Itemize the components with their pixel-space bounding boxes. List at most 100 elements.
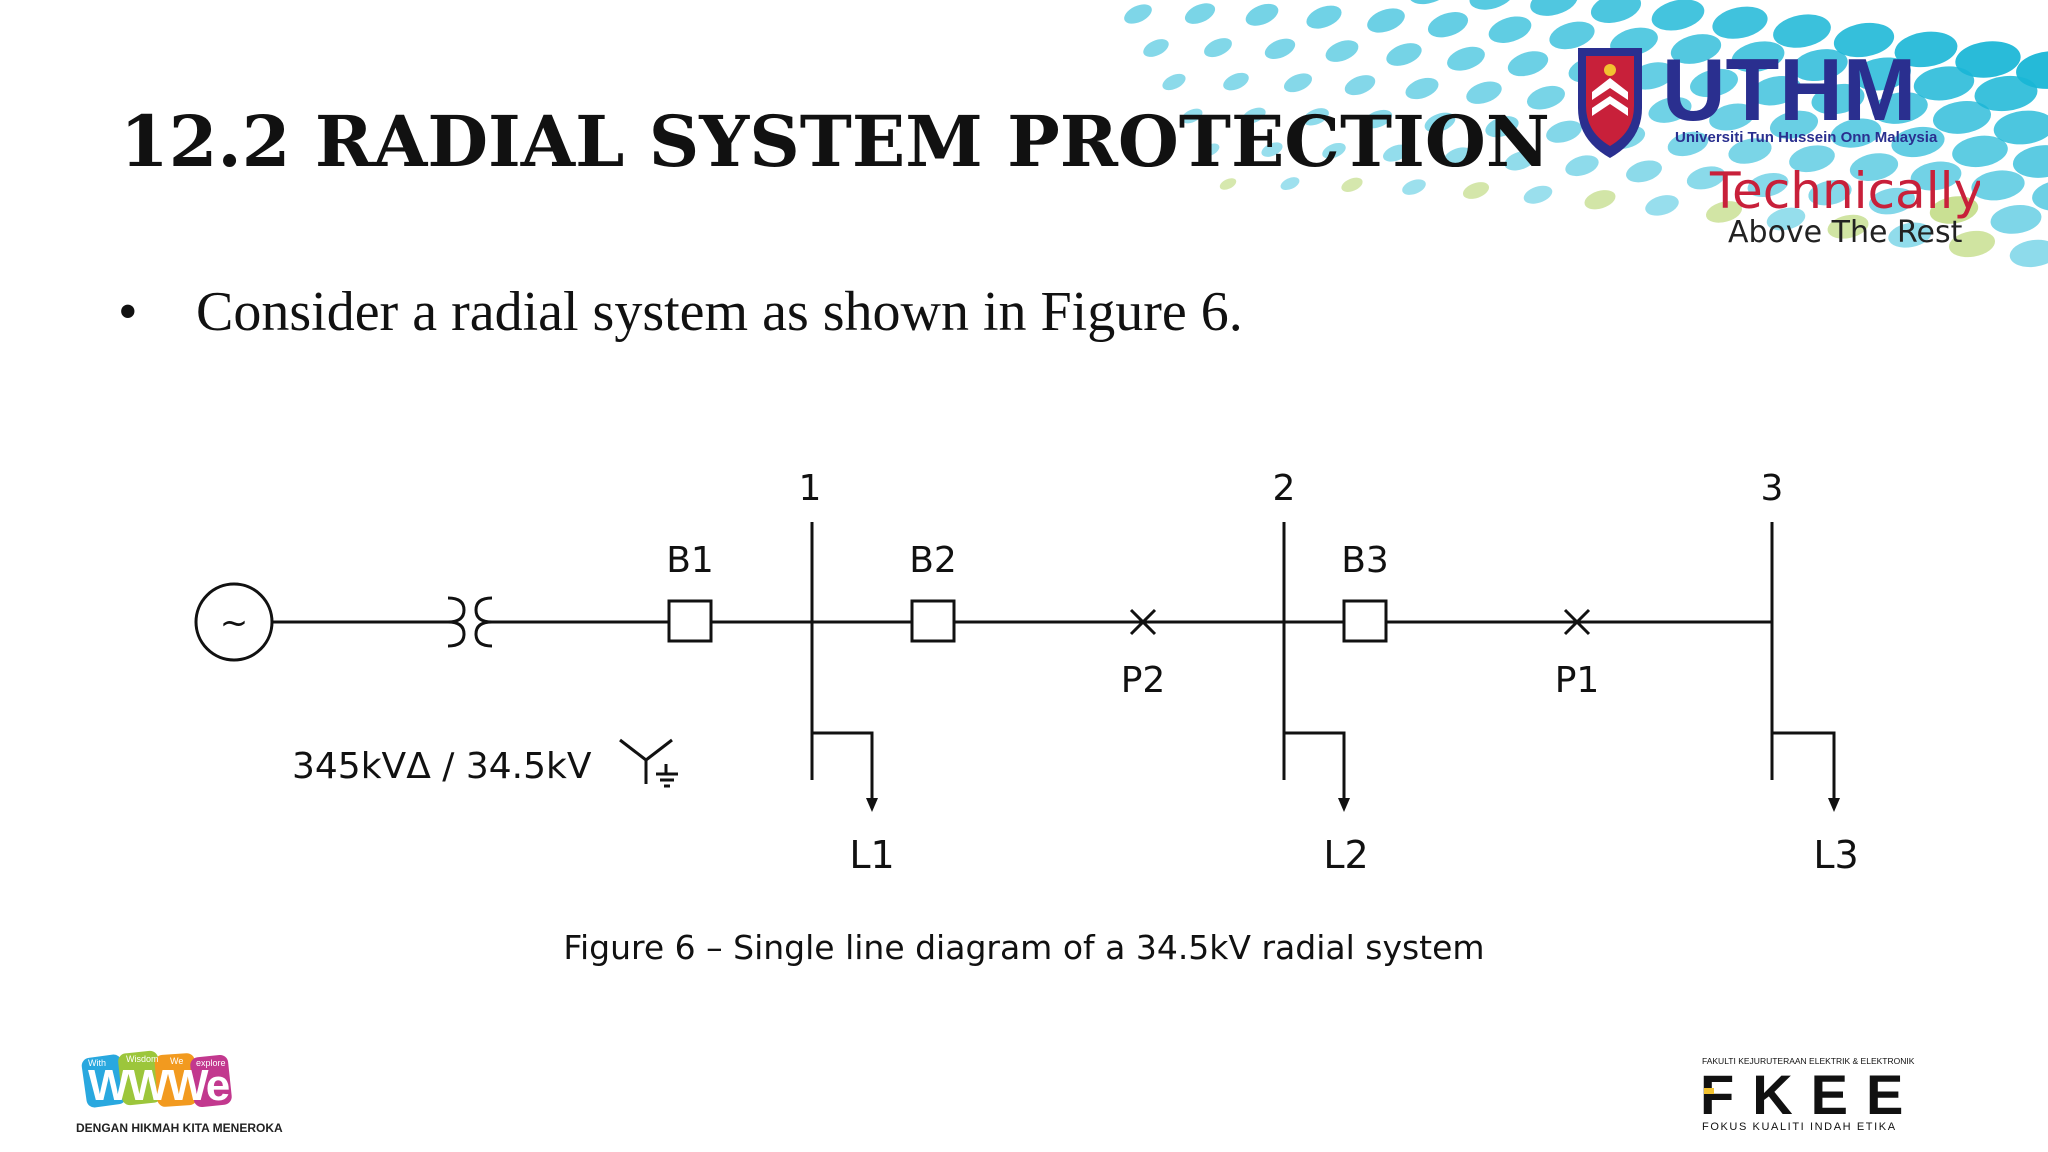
swoosh-dot: [1322, 142, 1346, 159]
swoosh-dot: [1690, 68, 1738, 98]
swoosh-dot: [1261, 142, 1283, 157]
swoosh-dot: [1948, 230, 1996, 258]
swoosh-dot: [1766, 207, 1806, 231]
swoosh-dot: [1971, 170, 2025, 201]
swoosh-dot: [1184, 3, 1216, 24]
swoosh-dot: [1546, 120, 1582, 143]
fault-p1-label: P1: [1555, 660, 1600, 701]
generator-symbol-label: ~: [220, 603, 249, 643]
www-word-with: With: [88, 1058, 106, 1068]
swoosh-dot: [1952, 135, 2008, 168]
load-l3-label: L3: [1813, 833, 1858, 877]
load-l2-feeder: [1284, 731, 1346, 800]
fault-p2-label: P2: [1121, 660, 1166, 701]
fkee-full-name: FAKULTI KEJURUTERAAN ELEKTRIK & ELEKTRON…: [1702, 1056, 1915, 1066]
swoosh-dot: [1705, 201, 1743, 223]
swoosh-dot: [1200, 143, 1220, 157]
swoosh-dot: [1383, 144, 1409, 162]
fault-p2-cross: [1129, 608, 1157, 636]
swoosh-dot: [1443, 147, 1473, 166]
www-slogan: DENGAN HIKMAH KITA MENEROKA: [76, 1121, 283, 1135]
swoosh-dot: [1651, 0, 1705, 31]
swoosh-dot: [1488, 16, 1532, 43]
swoosh-dot: [1731, 41, 1785, 73]
swoosh-dot: [1363, 109, 1393, 129]
swoosh-dot: [2009, 239, 2048, 268]
swoosh-dot: [2016, 51, 2048, 89]
swoosh-dot: [1427, 12, 1469, 38]
swoosh-dot: [1830, 118, 1882, 148]
swoosh-dot: [1462, 182, 1490, 199]
breaker-b3-box: [1342, 599, 1388, 643]
swoosh-dot: [1549, 21, 1595, 50]
swoosh-dot: [1811, 83, 1865, 115]
swoosh-dot: [1325, 40, 1359, 62]
swoosh-dot: [1853, 57, 1911, 91]
swoosh-dot: [1526, 85, 1566, 110]
swoosh-dot: [1162, 73, 1186, 91]
swoosh-dot: [1303, 108, 1329, 126]
swoosh-dot: [1769, 110, 1819, 139]
swoosh-dot: [1888, 222, 1932, 248]
www-word-we: We: [170, 1056, 183, 1066]
swoosh-dot: [1181, 108, 1203, 124]
swoosh-dot: [1507, 51, 1549, 77]
fkee-logo: FAKULTI KEJURUTERAAN ELEKTRIK & ELEKTRON…: [1700, 1056, 1921, 1133]
uthm-crest-icon: [1578, 48, 1642, 158]
swoosh-dot: [1469, 0, 1515, 10]
tagline-above-the-rest: Above The Rest: [1728, 215, 1963, 250]
load-l2-arrow: [1338, 798, 1350, 812]
bus-1-label: 1: [799, 468, 822, 509]
fkee-abbr: FKEE: [1700, 1063, 1921, 1126]
swoosh-dot: [1913, 66, 1975, 101]
breaker-b2-label: B2: [909, 540, 957, 581]
swoosh-dot: [1344, 75, 1376, 96]
swoosh-dot: [1709, 103, 1755, 131]
load-l1-feeder: [812, 731, 874, 800]
swoosh-dot: [1686, 166, 1726, 190]
swoosh-dot: [1386, 43, 1422, 66]
uthm-logo: UTHM Universiti Tun Hussein Onn Malaysia…: [1578, 40, 1980, 250]
swoosh-dot: [1869, 187, 1915, 215]
swoosh-dot: [1447, 46, 1485, 71]
swoosh-dot: [1827, 214, 1869, 239]
swoosh-dot: [1219, 178, 1237, 190]
www-word-wisdom: Wisdom: [126, 1054, 159, 1064]
bus-2-label: 2: [1273, 468, 1296, 509]
swoosh-dot: [1645, 195, 1679, 216]
swoosh-dot: [1283, 73, 1313, 93]
swoosh-dot: [1565, 155, 1599, 177]
uthm-full-name: Universiti Tun Hussein Onn Malaysia: [1675, 129, 1938, 146]
swoosh-dot: [1670, 34, 1722, 64]
swoosh-dot: [1974, 75, 2038, 112]
swoosh-dot: [1223, 72, 1249, 91]
swoosh-dot: [1590, 0, 1642, 23]
fkee-motto: FOKUS KUALITI INDAH ETIKA: [1702, 1121, 1897, 1133]
swoosh-dot: [1367, 8, 1405, 33]
load-l3-arrow: [1828, 798, 1840, 812]
swoosh-dot: [1872, 92, 1928, 124]
wwwe-blocks: [81, 1050, 232, 1108]
swoosh-dot: [1530, 0, 1578, 16]
swoosh-dot: [1405, 77, 1439, 100]
swoosh-dot: [1773, 14, 1831, 48]
swoosh-dot: [1242, 107, 1266, 124]
uthm-name: UTHM: [1662, 40, 1916, 139]
transformer-symbol: [447, 596, 493, 648]
swoosh-dot: [1523, 185, 1553, 204]
figure-caption: Figure 6 – Single line diagram of a 34.5…: [563, 928, 1485, 967]
swoosh-dot: [1648, 96, 1692, 123]
swoosh-dot: [1849, 153, 1899, 181]
swoosh-dot: [1891, 126, 1945, 158]
swoosh-dot: [1750, 75, 1802, 106]
swoosh-dot: [1955, 41, 2021, 78]
slide-title: 12.2 RADIAL SYSTEM PROTECTION: [120, 100, 1550, 183]
swoosh-dot: [1932, 100, 1992, 134]
swoosh-dot: [1990, 205, 2042, 234]
wye-grounded-symbol: [619, 738, 678, 788]
swoosh-dot: [1929, 196, 1979, 224]
swoosh-dot: [1833, 22, 1895, 58]
breaker-b1-box: [667, 599, 713, 643]
swoosh-dot: [1789, 145, 1835, 173]
